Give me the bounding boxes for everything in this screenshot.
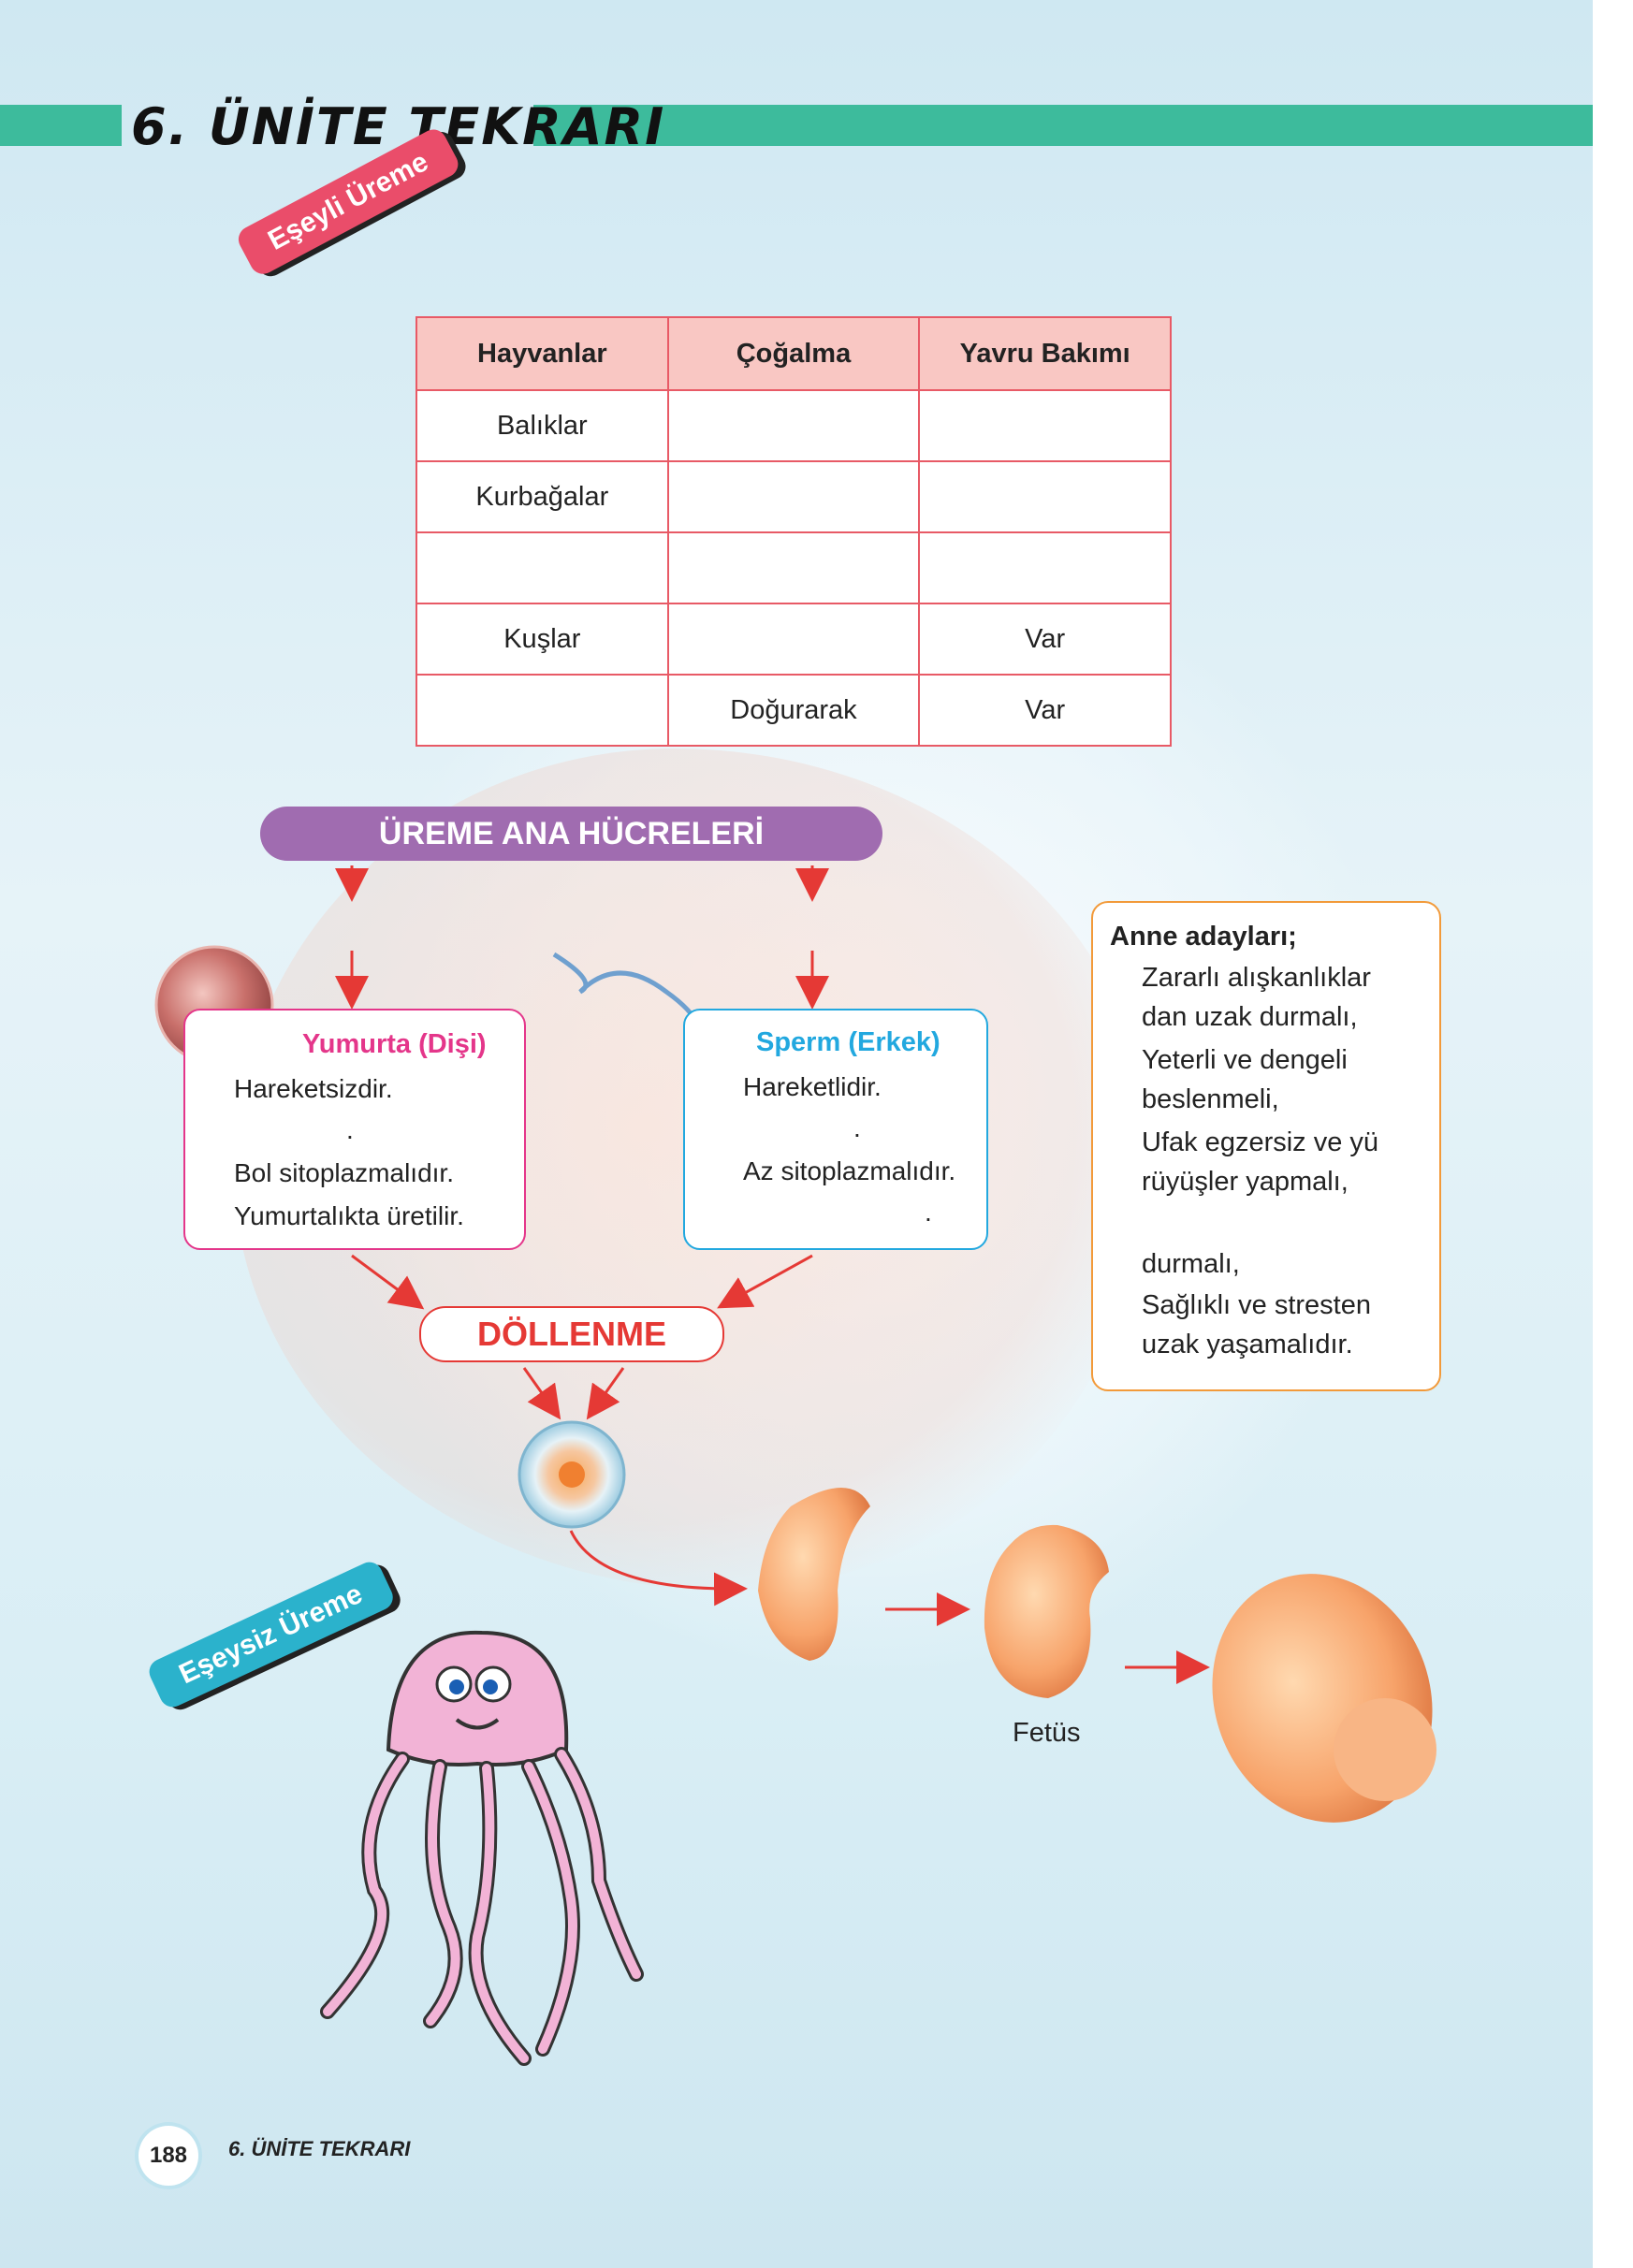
table-cell[interactable]: [416, 674, 669, 747]
egg-line: Yumurtalıkta üretilir.: [234, 1201, 464, 1230]
table-row: Balıklar: [416, 389, 1172, 462]
reproductive-cells-banner: ÜREME ANA HÜCRELERİ: [260, 807, 882, 861]
table-cell[interactable]: Kurbağalar: [416, 460, 669, 533]
sperm-title: Sperm (Erkek): [756, 1027, 940, 1057]
fertilization-arrows: [351, 1254, 1210, 1684]
table-row: Kuşlar Var: [416, 603, 1172, 676]
table-cell[interactable]: [918, 389, 1172, 462]
mothers-line: durmalı,: [1142, 1249, 1240, 1279]
table-cell[interactable]: Var: [918, 674, 1172, 747]
table-cell[interactable]: [918, 460, 1172, 533]
table-cell[interactable]: [416, 531, 669, 604]
table-row: Doğurarak Var: [416, 674, 1172, 747]
animals-table: Hayvanlar Çoğalma Yavru Bakımı Balıklar …: [416, 316, 1172, 747]
header-animals: Hayvanlar: [416, 316, 669, 391]
table-row: [416, 531, 1172, 604]
mothers-title: Anne adayları;: [1110, 922, 1297, 952]
egg-title: Yumurta (Dişi): [302, 1029, 487, 1059]
mothers-line: dan uzak durmalı,: [1142, 1002, 1358, 1032]
header-reproduction: Çoğalma: [666, 316, 921, 391]
table-cell[interactable]: Doğurarak: [666, 674, 921, 747]
header-offspring-care: Yavru Bakımı: [918, 316, 1172, 391]
sperm-line: Az sitoplazmalıdır.: [743, 1156, 956, 1185]
mothers-line: rüyüşler yapmalı,: [1142, 1167, 1349, 1197]
egg-info-box: Yumurta (Dişi) Hareketsizdir. . Bol sito…: [183, 1009, 526, 1250]
mothers-line: beslenmeli,: [1142, 1084, 1279, 1114]
table-cell[interactable]: Kuşlar: [416, 603, 669, 676]
jellyfish-icon: [320, 1630, 644, 2066]
mothers-line: Yeterli ve dengeli: [1142, 1045, 1348, 1075]
table-cell[interactable]: [918, 531, 1172, 604]
mothers-advice-box: Anne adayları; Zararlı alışkanlıklar dan…: [1091, 901, 1441, 1391]
table-cell[interactable]: [666, 460, 921, 533]
table-cell[interactable]: [666, 531, 921, 604]
zygote-icon: [518, 1420, 626, 1529]
table-header-row: Hayvanlar Çoğalma Yavru Bakımı: [416, 316, 1172, 391]
sperm-info-box: Sperm (Erkek) Hareketlidir. . Az sitopla…: [683, 1009, 988, 1250]
table-cell[interactable]: [666, 389, 921, 462]
table-cell[interactable]: Var: [918, 603, 1172, 676]
fetus-icon: [984, 1524, 1109, 1698]
table-cell[interactable]: Balıklar: [416, 389, 669, 462]
sperm-line: .: [853, 1113, 861, 1142]
table-cell[interactable]: [666, 603, 921, 676]
egg-line: .: [346, 1115, 354, 1144]
page-margin: [1593, 0, 1633, 2268]
fetus-label: Fetüs: [1013, 1718, 1081, 1748]
mothers-line: Ufak egzersiz ve yü: [1142, 1127, 1379, 1157]
egg-line: Bol sitoplazmalıdır.: [234, 1158, 454, 1187]
footer-title: 6. ÜNİTE TEKRARI: [228, 2137, 411, 2160]
header-bar-left: [0, 105, 122, 146]
banner-arrows: [335, 865, 829, 1010]
table-row: Kurbağalar: [416, 460, 1172, 533]
mothers-line: uzak yaşamalıdır.: [1142, 1330, 1353, 1359]
fertilization-label: DÖLLENME: [419, 1306, 724, 1362]
baby-embryo-icon: [1212, 1574, 1436, 1823]
mothers-line: Sağlıklı ve stresten: [1142, 1290, 1371, 1320]
page-number: 188: [139, 2126, 198, 2186]
sperm-line: .: [925, 1198, 932, 1227]
embryo-stage-1-icon: [758, 1488, 870, 1661]
header-bar-right: [533, 105, 1593, 146]
sperm-line: Hareketlidir.: [743, 1072, 882, 1101]
mothers-line: Zararlı alışkanlıklar: [1142, 963, 1371, 993]
egg-line: Hareketsizdir.: [234, 1074, 393, 1103]
